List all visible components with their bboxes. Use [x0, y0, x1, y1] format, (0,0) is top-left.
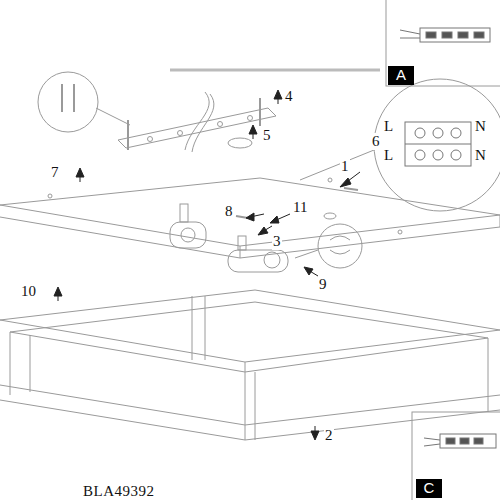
- model-number: BLA49392: [82, 483, 156, 500]
- callout-number: N: [474, 118, 487, 135]
- callout-number: 2: [324, 427, 334, 444]
- callout-number: 10: [20, 283, 37, 300]
- callout-number: 8: [224, 203, 234, 220]
- callout-number: 1: [340, 158, 350, 175]
- callout-number: 11: [292, 199, 308, 216]
- callout-number: 9: [318, 276, 328, 293]
- callout-number: N: [474, 147, 487, 164]
- inset-letter: A: [388, 66, 414, 83]
- callout-number: 6: [371, 133, 381, 150]
- callout-number: 3: [272, 233, 282, 250]
- inset-tag: C: [416, 479, 442, 498]
- callout-number: 7: [50, 164, 60, 181]
- inset-letter: C: [416, 479, 442, 496]
- callout-number: L: [383, 147, 394, 164]
- callout-number: 5: [262, 127, 272, 144]
- callout-number: 4: [284, 88, 294, 105]
- inset-tag: A: [388, 66, 414, 85]
- callout-number: L: [383, 118, 394, 135]
